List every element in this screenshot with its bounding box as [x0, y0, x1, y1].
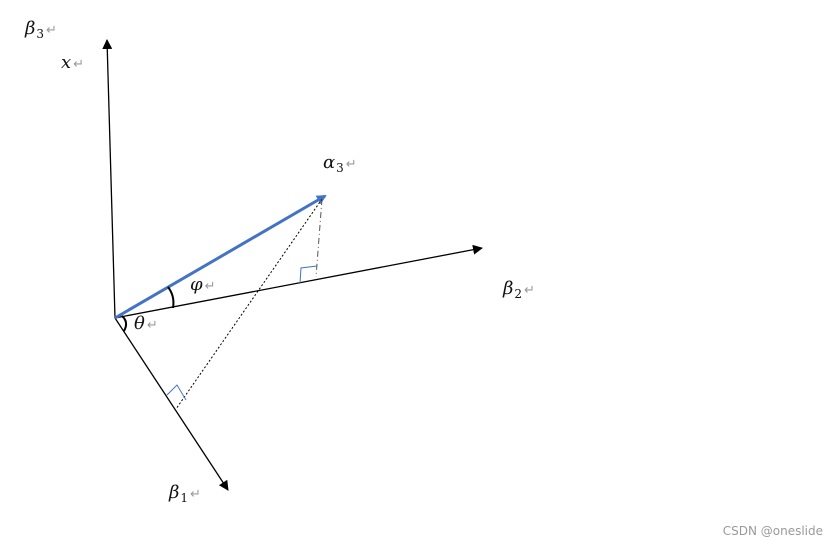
beta3-subscript: 3 — [36, 27, 45, 41]
beta2-label: β2↵ — [503, 278, 535, 301]
beta2-symbol: β — [503, 278, 514, 299]
watermark: CSDN @oneslide — [722, 524, 823, 538]
beta2-subscript: 2 — [514, 287, 523, 301]
beta1-return-mark: ↵ — [190, 487, 201, 502]
alpha3-label: α3↵ — [323, 152, 357, 175]
alpha3-subscript: 3 — [336, 161, 344, 175]
theta-label: θ↵ — [134, 313, 158, 334]
x-label: x↵ — [61, 52, 84, 73]
beta2-axis — [114, 244, 483, 319]
projection-to-beta2 — [315, 198, 323, 278]
theta-symbol: θ — [134, 313, 145, 334]
x-return-mark: ↵ — [73, 57, 85, 72]
projection-to-beta1 — [175, 198, 323, 410]
phi-return-mark: ↵ — [204, 279, 216, 294]
phi-angle-arc — [167, 286, 175, 309]
beta3-label: β3↵ — [25, 18, 57, 41]
phi-symbol: φ — [190, 274, 203, 295]
theta-angle-arc — [121, 315, 128, 332]
phi-label: φ↵ — [190, 274, 216, 295]
beta2-return-mark: ↵ — [524, 283, 535, 298]
beta1-subscript: 1 — [180, 491, 189, 505]
right-angle-marker-beta1 — [166, 384, 187, 401]
right-angle-marker-beta2 — [299, 265, 318, 284]
alpha3-return-mark: ↵ — [345, 157, 357, 172]
beta1-symbol: β — [169, 482, 180, 503]
alpha3-symbol: α — [323, 152, 336, 173]
alpha3-vector — [114, 194, 327, 320]
beta3-axis — [102, 39, 116, 319]
beta3-symbol: β — [25, 18, 36, 39]
beta3-return-mark: ↵ — [46, 23, 57, 38]
x-symbol: x — [61, 52, 72, 73]
beta1-label: β1↵ — [169, 482, 201, 505]
theta-return-mark: ↵ — [146, 318, 158, 333]
beta1-axis — [114, 317, 229, 491]
